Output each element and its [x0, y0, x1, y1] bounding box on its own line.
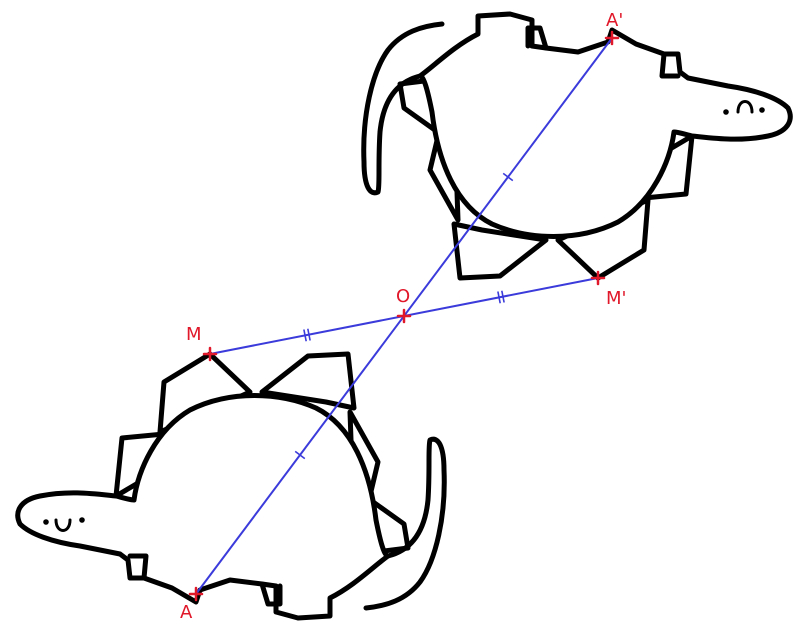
label-M-prime: M' [606, 288, 626, 309]
equal-length-marks [294, 172, 514, 460]
point-M [202, 346, 218, 362]
point-O [396, 308, 412, 324]
tail [361, 21, 445, 196]
foot [525, 25, 549, 51]
label-O: O [396, 286, 410, 307]
tick-OM [303, 329, 307, 342]
label-A: A [180, 602, 193, 623]
point-A [188, 586, 204, 602]
eye [759, 107, 765, 113]
plate [451, 221, 549, 281]
tick-OM-prime [501, 290, 505, 303]
tick-OA-prime [502, 172, 514, 182]
tick-OM [307, 328, 311, 341]
stegosaurus-image [361, 11, 793, 281]
point-A-prime [604, 30, 620, 46]
foot [127, 553, 149, 581]
label-A-prime: A' [606, 10, 623, 31]
label-M: M [186, 324, 202, 345]
mouth [54, 518, 72, 532]
tail [363, 436, 447, 611]
eye [723, 109, 729, 115]
foot [659, 51, 681, 79]
eye [79, 517, 85, 523]
foot [259, 581, 283, 607]
point-M-prime [590, 270, 606, 286]
eye [43, 519, 49, 525]
face-image [723, 100, 765, 115]
plate [259, 351, 357, 411]
mouth [736, 100, 754, 114]
stegosaurus-original [15, 351, 447, 621]
face-original [43, 517, 85, 532]
tick-OM-prime [497, 291, 501, 304]
point-markers [188, 30, 620, 602]
tick-OA [294, 450, 306, 460]
